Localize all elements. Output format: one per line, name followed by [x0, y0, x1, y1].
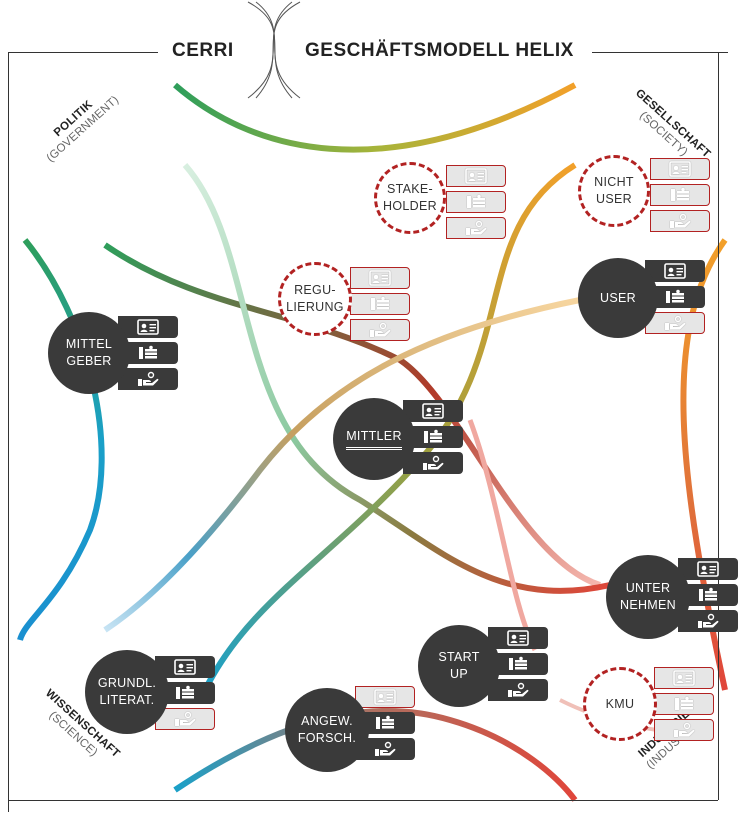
grundl-tab-1[interactable] [155, 656, 215, 678]
unternehmen-tab-3[interactable] [678, 610, 738, 632]
node-nicht-user-label: NICHT USER [594, 175, 634, 206]
node-kmu-label: KMU [605, 696, 635, 711]
hand-offer-icon [465, 220, 487, 236]
hand-offer-icon [369, 322, 391, 338]
node-unternehmen-label: UNTER NEHMEN [620, 581, 676, 612]
frame-left [8, 52, 9, 812]
mittelgeber-tab-2[interactable] [118, 342, 178, 364]
helix-logo-icon [247, 1, 301, 99]
node-nicht-user[interactable]: NICHT USER [578, 155, 650, 227]
hand-offer-icon [374, 741, 396, 757]
node-mittelgeber[interactable]: MITTEL GEBER [48, 312, 130, 394]
kmu-tab-3[interactable] [654, 719, 714, 741]
node-user[interactable]: USER [578, 258, 658, 338]
stakeholder-tab-2[interactable] [446, 191, 506, 213]
frame-top-left [8, 52, 158, 53]
money-stack-icon [673, 696, 695, 712]
hand-offer-icon [174, 711, 196, 727]
startup-tab-2[interactable] [488, 653, 548, 675]
id-card-icon [174, 659, 196, 675]
frame-top-right [592, 52, 728, 53]
kmu-tab-1[interactable] [654, 667, 714, 689]
node-regulierung[interactable]: REGU- LIERUNG [278, 262, 352, 336]
mittler-tab-3[interactable] [403, 452, 463, 474]
id-card-icon [673, 670, 695, 686]
grundl-tab-3[interactable] [155, 708, 215, 730]
node-mittler[interactable]: MITTLER [333, 398, 415, 480]
money-stack-icon [374, 715, 396, 731]
id-card-icon [374, 689, 396, 705]
node-angew[interactable]: ANGEW. FORSCH. [285, 688, 369, 772]
unternehmen-tab-2[interactable] [678, 584, 738, 606]
user-tab-1[interactable] [645, 260, 705, 282]
money-stack-icon [465, 194, 487, 210]
money-stack-icon [174, 685, 196, 701]
mittelgeber-tab-1[interactable] [118, 316, 178, 338]
kmu-tab-2[interactable] [654, 693, 714, 715]
hand-offer-icon [137, 371, 159, 387]
nicht-user-tab-2[interactable] [650, 184, 710, 206]
hand-offer-icon [669, 213, 691, 229]
regulierung-tab-1[interactable] [350, 267, 410, 289]
angew-tab-3[interactable] [355, 738, 415, 760]
mittler-tab-1[interactable] [403, 400, 463, 422]
node-regulierung-label: REGU- LIERUNG [286, 283, 344, 314]
angew-tab-2[interactable] [355, 712, 415, 734]
mittelgeber-tab-3[interactable] [118, 368, 178, 390]
id-card-icon [137, 319, 159, 335]
node-grundl-label: GRUNDL. LITERAT. [97, 676, 157, 707]
hand-offer-icon [673, 722, 695, 738]
node-startup-label: START UP [438, 650, 480, 681]
title-right: GESCHÄFTSMODELL HELIX [305, 40, 574, 61]
nicht-user-tab-3[interactable] [650, 210, 710, 232]
stakeholder-tab-1[interactable] [446, 165, 506, 187]
regulierung-tab-2[interactable] [350, 293, 410, 315]
startup-tab-3[interactable] [488, 679, 548, 701]
id-card-icon [369, 270, 391, 286]
money-stack-icon [669, 187, 691, 203]
money-stack-icon [137, 345, 159, 361]
unternehmen-tab-1[interactable] [678, 558, 738, 580]
node-stakeholder-label: STAKE- HOLDER [383, 182, 437, 213]
money-stack-icon [369, 296, 391, 312]
node-user-label: USER [600, 290, 636, 305]
stakeholder-tab-3[interactable] [446, 217, 506, 239]
frame-right [718, 52, 719, 800]
id-card-icon [697, 561, 719, 577]
startup-tab-1[interactable] [488, 627, 548, 649]
nicht-user-tab-1[interactable] [650, 158, 710, 180]
grundl-tab-2[interactable] [155, 682, 215, 704]
mittler-tab-2[interactable] [403, 426, 463, 448]
id-card-icon [669, 161, 691, 177]
id-card-icon [507, 630, 529, 646]
user-tab-2[interactable] [645, 286, 705, 308]
hand-offer-icon [507, 682, 529, 698]
money-stack-icon [697, 587, 719, 603]
hand-offer-icon [422, 455, 444, 471]
node-unternehmen[interactable]: UNTER NEHMEN [606, 555, 690, 639]
hand-offer-icon [697, 613, 719, 629]
hand-offer-icon [664, 315, 686, 331]
node-stakeholder[interactable]: STAKE- HOLDER [374, 162, 446, 234]
node-grundl[interactable]: GRUNDL. LITERAT. [85, 650, 169, 734]
money-stack-icon [507, 656, 529, 672]
id-card-icon [465, 168, 487, 184]
money-stack-icon [422, 429, 444, 445]
id-card-icon [422, 403, 444, 419]
node-mittelgeber-label: MITTEL GEBER [65, 337, 113, 368]
node-startup[interactable]: START UP [418, 625, 500, 707]
regulierung-tab-3[interactable] [350, 319, 410, 341]
money-stack-icon [664, 289, 686, 305]
id-card-icon [664, 263, 686, 279]
frame-bottom [8, 800, 718, 801]
node-kmu[interactable]: KMU [583, 667, 657, 741]
node-mittler-label: MITTLER [346, 428, 402, 450]
title-left: CERRI [172, 40, 234, 61]
node-angew-label: ANGEW. FORSCH. [297, 714, 357, 745]
angew-tab-1[interactable] [355, 686, 415, 708]
